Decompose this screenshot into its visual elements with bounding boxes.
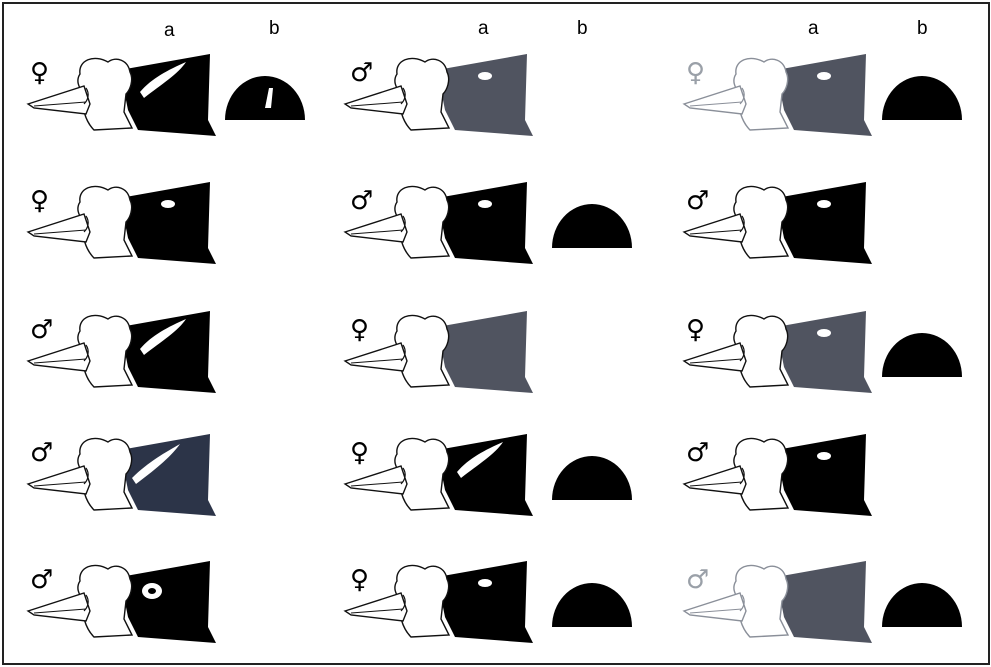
- female-symbol: ♀: [350, 438, 370, 468]
- bird-head-illustration: [682, 561, 872, 643]
- female-symbol: ♀: [350, 315, 370, 345]
- bird-head-illustration: [26, 434, 216, 516]
- bird-head-illustration: [26, 561, 216, 643]
- dome-shape: [552, 204, 632, 248]
- bird-head-illustration: [343, 311, 533, 393]
- bird-head-illustration: [26, 54, 216, 136]
- dome-shape: [882, 76, 962, 120]
- column-header-b: b: [269, 18, 280, 39]
- female-symbol: ♀: [686, 58, 706, 88]
- column-header-a: a: [808, 18, 819, 39]
- dome-shape: [552, 456, 632, 500]
- male-symbol: ♂: [350, 58, 374, 88]
- male-symbol: ♂: [686, 438, 710, 468]
- column-header-a: a: [164, 20, 175, 41]
- bird-head-illustration: [26, 311, 216, 393]
- column-header-b: b: [577, 18, 588, 39]
- male-symbol: ♂: [686, 186, 710, 216]
- male-symbol: ♂: [30, 315, 54, 345]
- dome-shape: [882, 333, 962, 377]
- bird-head-illustration: [682, 54, 872, 136]
- male-symbol: ♂: [350, 186, 374, 216]
- female-symbol: ♀: [30, 186, 50, 216]
- male-symbol: ♂: [30, 438, 54, 468]
- male-symbol: ♂: [30, 565, 54, 595]
- dome-shape: [225, 76, 305, 120]
- female-symbol: ♀: [350, 565, 370, 595]
- bird-head-illustration: [682, 434, 872, 516]
- column-header-b: b: [917, 18, 928, 39]
- bird-head-illustration: [343, 561, 533, 643]
- dome-shape: [552, 583, 632, 627]
- female-symbol: ♀: [686, 315, 706, 345]
- bird-head-illustration: [26, 182, 216, 264]
- dome-shape: [882, 583, 962, 627]
- bird-head-illustration: [343, 54, 533, 136]
- bird-head-illustration: [343, 434, 533, 516]
- bird-head-illustration: [343, 182, 533, 264]
- column-header-a: a: [478, 18, 489, 39]
- male-symbol: ♂: [686, 565, 710, 595]
- bird-head-illustration: [682, 182, 872, 264]
- bird-head-illustration: [682, 311, 872, 393]
- female-symbol: ♀: [30, 58, 50, 88]
